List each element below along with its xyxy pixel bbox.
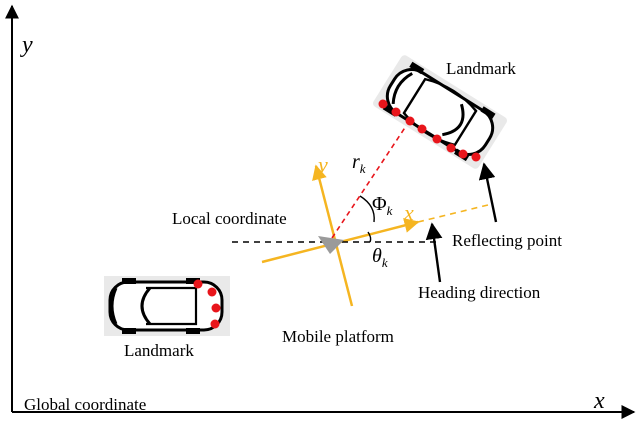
reflect-point xyxy=(471,152,481,162)
landmark-top-caption: Landmark xyxy=(446,59,516,78)
range-line xyxy=(331,119,411,239)
landmark-bottom-caption: Landmark xyxy=(124,341,194,360)
mobile-platform-caption: Mobile platform xyxy=(282,327,394,346)
heading-angle-arc xyxy=(367,231,372,243)
reflect-point xyxy=(417,124,427,134)
range-label: rk xyxy=(352,151,366,176)
reflecting-points-bottom xyxy=(193,279,221,329)
reflect-point xyxy=(458,149,468,159)
reflect-point xyxy=(391,107,401,117)
global-y-label: y xyxy=(20,32,33,58)
reflect-point xyxy=(446,143,456,153)
heading-angle-label: θk xyxy=(372,245,388,270)
heading-extension-line xyxy=(417,203,493,223)
reflect-point xyxy=(207,287,217,297)
global-x-label: x xyxy=(593,388,605,414)
reflect-point xyxy=(432,134,442,144)
heading-direction-arrow xyxy=(425,222,443,283)
bearing-label: Φk xyxy=(372,193,393,218)
heading-direction-caption: Heading direction xyxy=(418,283,541,302)
landmark-car-bottom xyxy=(104,276,230,336)
bearing-arc xyxy=(359,195,375,223)
reflect-point xyxy=(193,279,203,289)
reflect-point xyxy=(405,116,415,126)
local-coordinate-caption: Local coordinate xyxy=(172,209,287,228)
local-y-label: y xyxy=(316,152,328,177)
local-x-label: x xyxy=(403,200,414,225)
reflecting-point-caption: Reflecting point xyxy=(452,231,562,250)
global-coordinate-caption: Global coordinate xyxy=(24,395,146,414)
reflecting-points-top xyxy=(378,99,481,162)
mobile-platform-marker xyxy=(318,236,344,254)
landmark-car-top xyxy=(373,55,507,169)
reflect-point xyxy=(378,99,388,109)
reflecting-point-arrow xyxy=(478,162,498,223)
reflect-point xyxy=(211,303,221,313)
reflect-point xyxy=(210,319,220,329)
